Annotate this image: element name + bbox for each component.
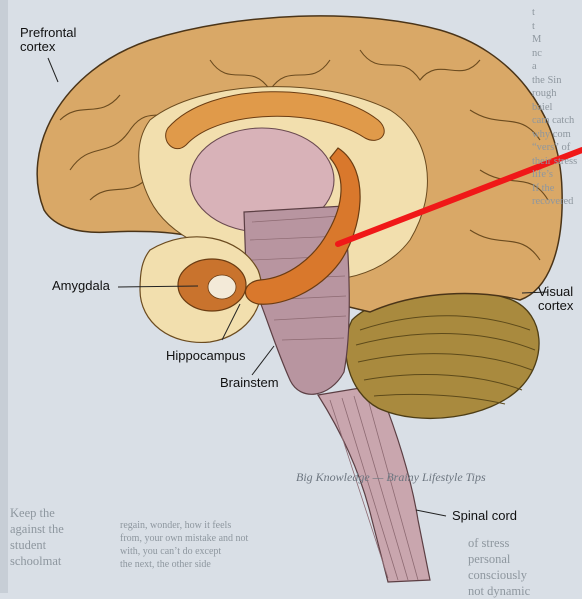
label-visual-cortex: Visual cortex [538, 285, 573, 313]
figure-caption: Big Knowledge — Brainy Lifestyle Tips [296, 470, 486, 485]
label-brainstem: Brainstem [220, 376, 279, 390]
background-text-bottom-center: regain, wonder, how it feels from, your … [120, 519, 380, 571]
label-amygdala: Amygdala [52, 279, 110, 293]
label-spinal-cord: Spinal cord [452, 509, 517, 523]
background-text-right: t t M nc a the Sin rough baiel cam catch… [532, 6, 582, 209]
label-hippocampus: Hippocampus [166, 349, 246, 363]
background-text-bottom-left: Keep the against the student schoolmat [10, 505, 130, 569]
label-prefrontal-cortex: Prefrontal cortex [20, 26, 76, 54]
amygdala-core [208, 275, 236, 299]
background-text-bottom-right: of stress personal consciously not dynam… [468, 535, 580, 599]
left-margin-strip [0, 0, 8, 593]
